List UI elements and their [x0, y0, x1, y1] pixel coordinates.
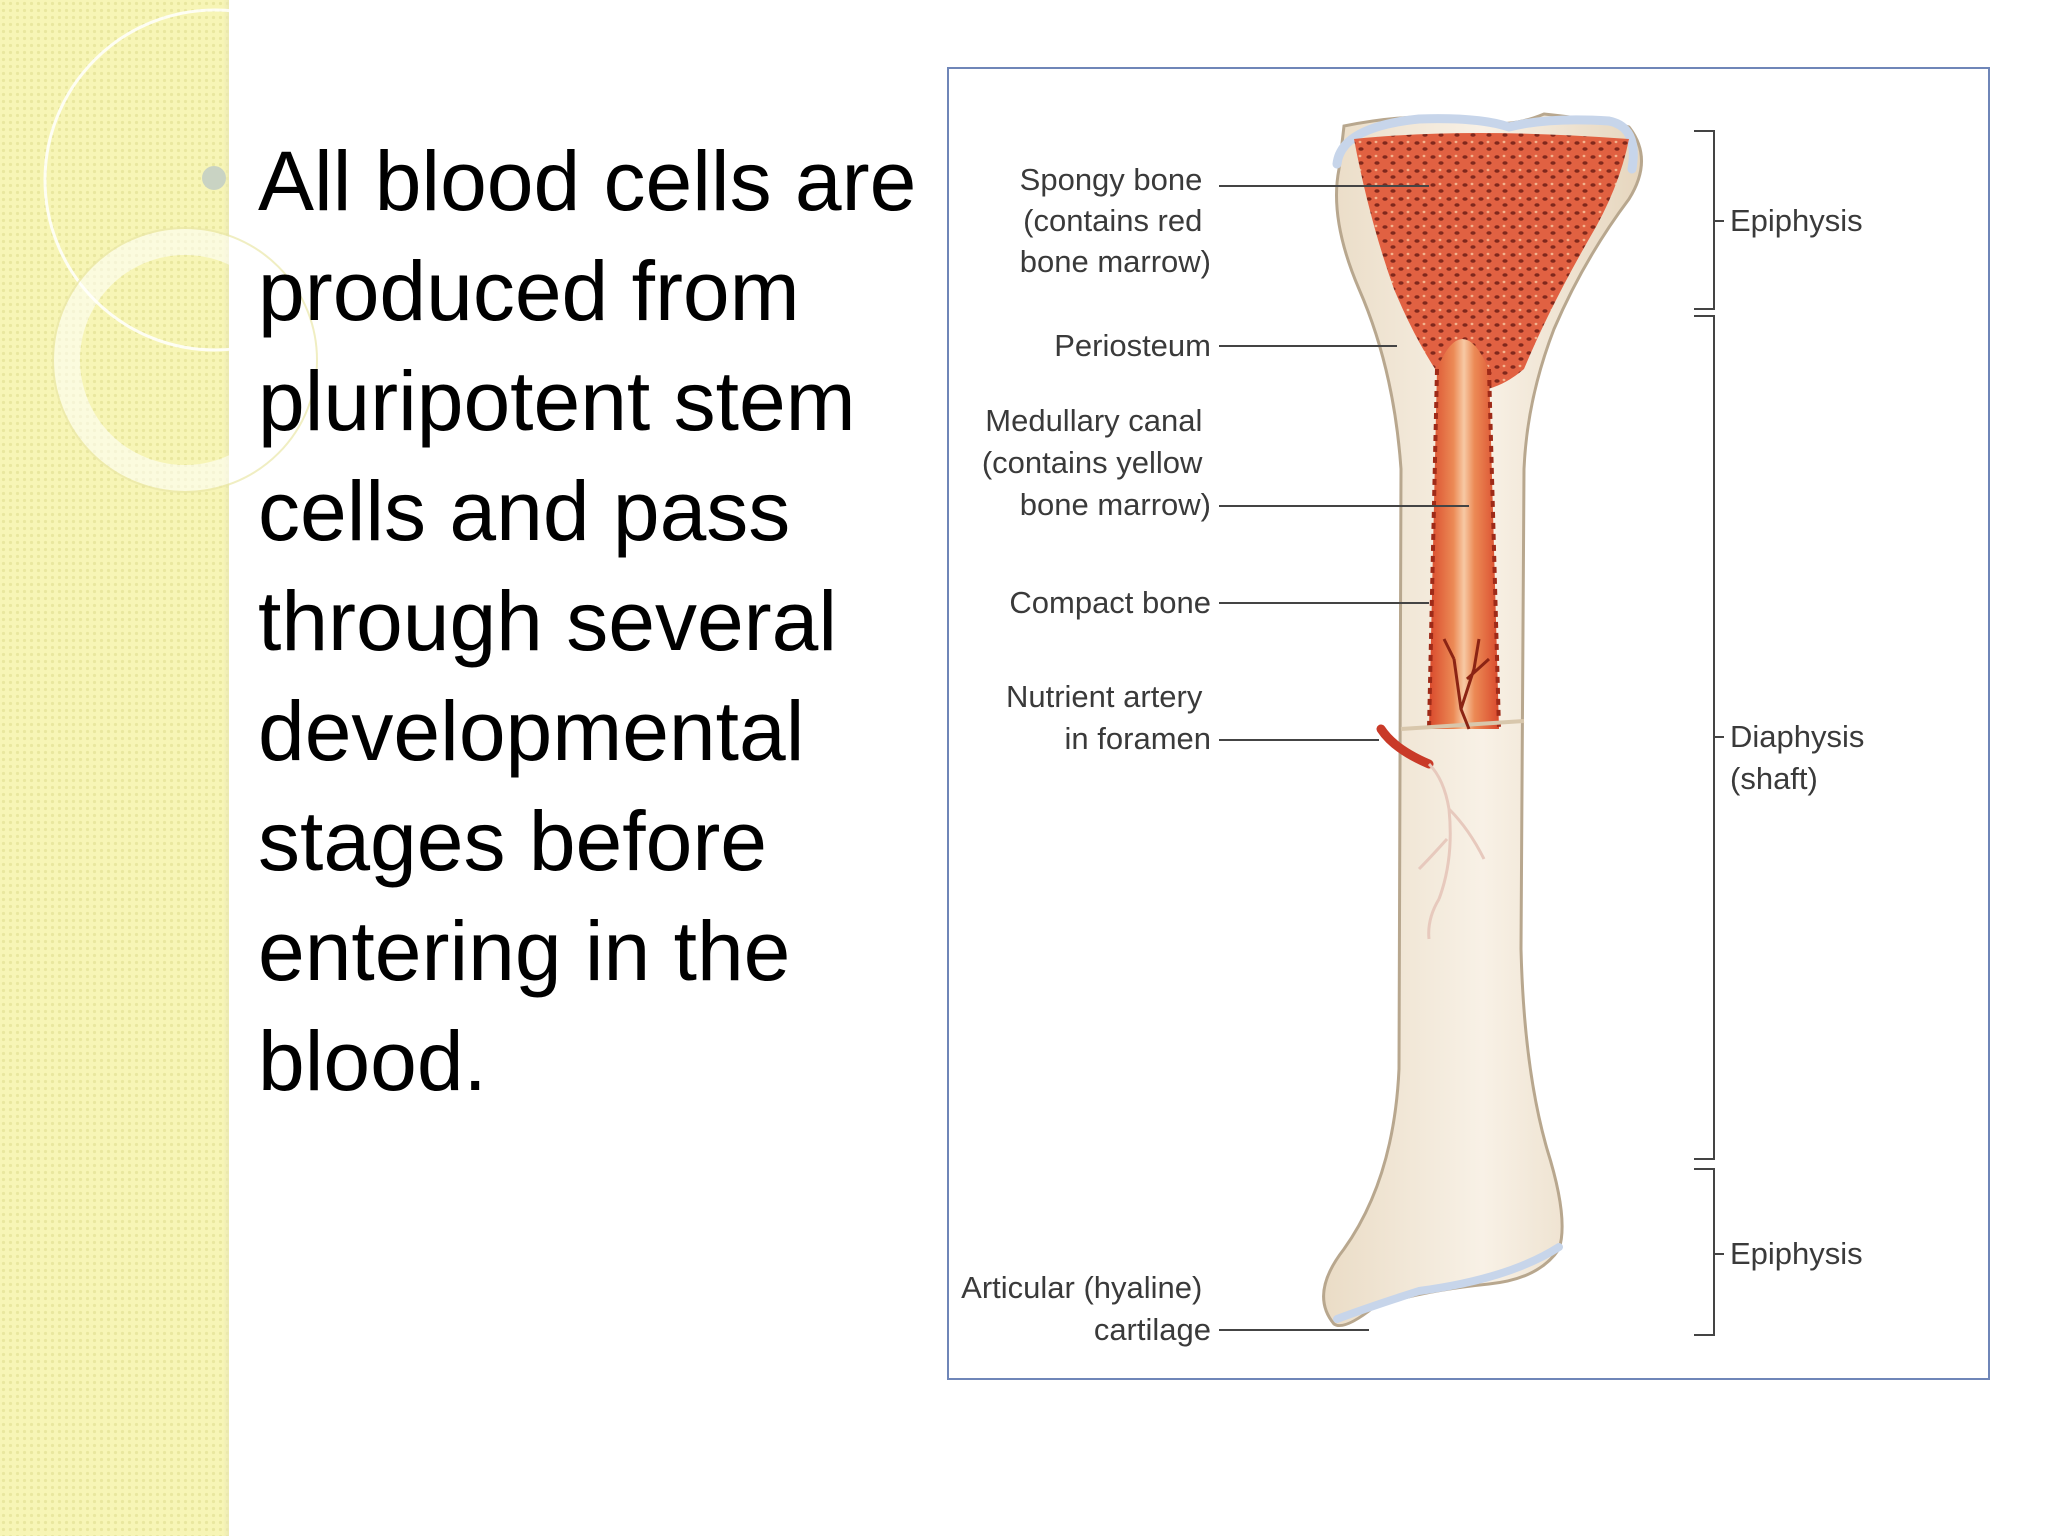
- articular-cartilage-bottom: [1333, 1243, 1563, 1323]
- spongy-bone-region: [1354, 133, 1629, 392]
- decorative-side-band: [0, 0, 229, 1536]
- medullary-canal-edge-left: [1427, 368, 1439, 730]
- label-periosteum: Periosteum: [1054, 328, 1211, 363]
- articular-cartilage-top: [1332, 114, 1638, 174]
- medullary-canal-edge-right: [1487, 368, 1501, 730]
- label-spongy-bone: Spongy bone (contains red bone marrow): [1020, 162, 1211, 279]
- shaft-vessels: [1417, 762, 1486, 940]
- label-articular-cartilage: Articular (hyaline) cartilage: [961, 1270, 1211, 1347]
- bone-diagram: Spongy bone (contains red bone marrow) P…: [947, 67, 1990, 1380]
- bracket-epiphysis-bottom: [1694, 1168, 1724, 1336]
- medullary-canal: [1429, 339, 1499, 729]
- bullet-dot: [202, 166, 226, 190]
- label-epiphysis-bottom: Epiphysis: [1730, 1236, 1863, 1271]
- cutaway-edge: [1400, 719, 1525, 731]
- label-nutrient-artery: Nutrient artery in foramen: [1006, 679, 1211, 756]
- label-medullary-canal: Medullary canal (contains yellow bone ma…: [982, 403, 1211, 522]
- bullet-text: All blood cells are produced from plurip…: [258, 134, 917, 1108]
- nutrient-artery: [1376, 724, 1434, 769]
- label-epiphysis-top: Epiphysis: [1730, 203, 1863, 238]
- side-band-edge: [223, 0, 229, 1536]
- bracket-epiphysis-top: [1694, 130, 1724, 310]
- label-compact-bone: Compact bone: [1009, 585, 1211, 620]
- canal-vessels: [1442, 638, 1491, 730]
- bone-diagram-svg: Spongy bone (contains red bone marrow) P…: [961, 112, 1873, 1347]
- bracket-diaphysis: [1694, 315, 1724, 1160]
- label-diaphysis: Diaphysis (shaft): [1730, 719, 1873, 796]
